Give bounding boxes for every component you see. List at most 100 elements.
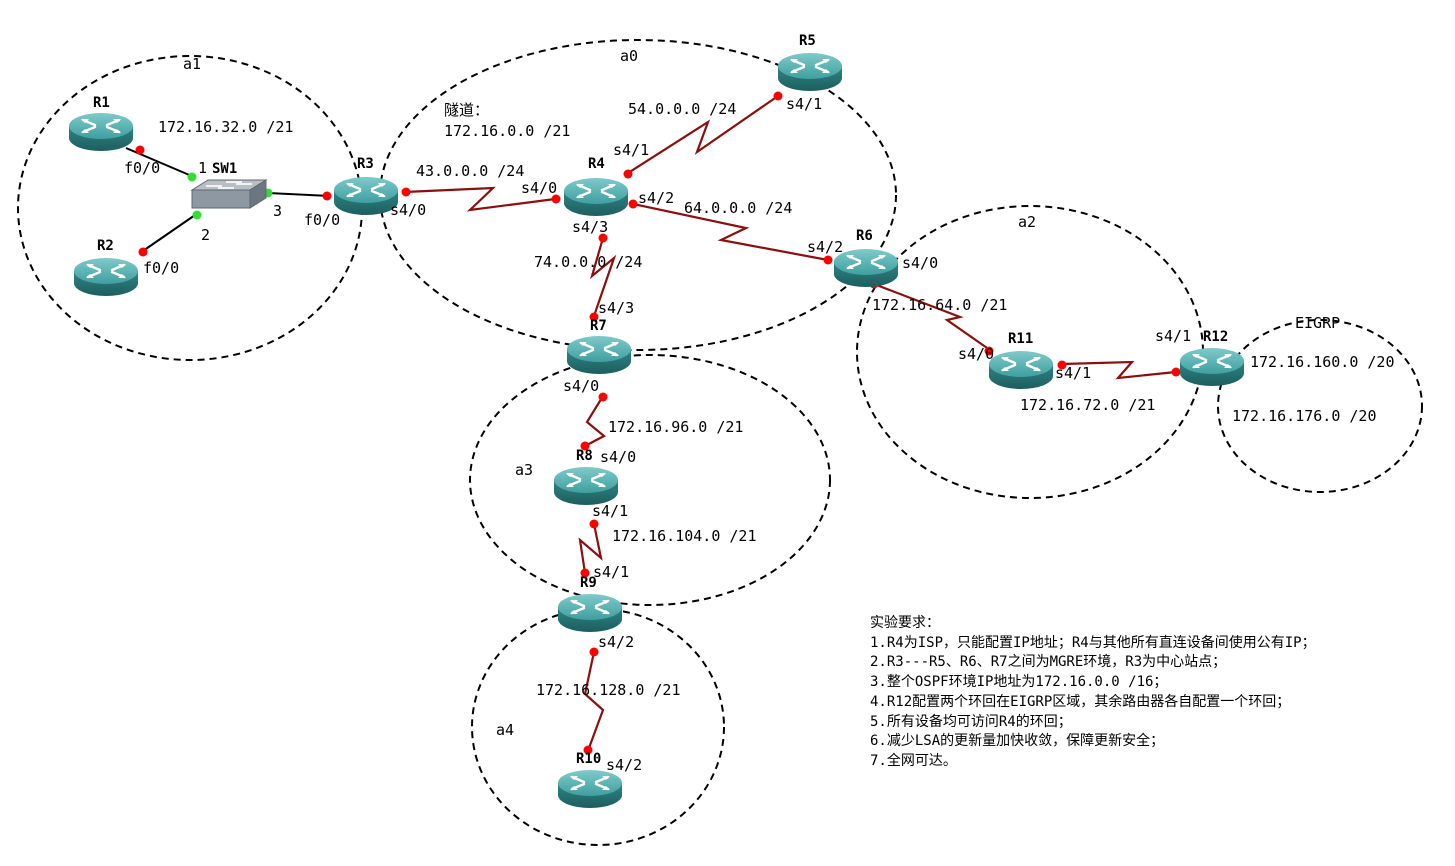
- requirement-item-1: 1.R4为ISP，只能配置IP地址；R4与其他所有直连设备间使用公有IP；: [870, 634, 1316, 651]
- port-label-r8-s40: s4/0: [600, 448, 636, 466]
- port-r4-s42: [628, 199, 638, 209]
- requirement-item-3: 3.整个OSPF环境IP地址为172.16.0.0 /16；: [870, 674, 1168, 691]
- port-label-r11-s41: s4/1: [1055, 364, 1091, 382]
- port-r4-s40: [551, 194, 561, 204]
- network-label-172-16-128: 172.16.128.0 /21: [536, 681, 681, 699]
- port-label-r6-s42: s4/2: [807, 238, 843, 256]
- port-label-r6-s40: s4/0: [902, 254, 938, 272]
- network-label-172-16-160: 172.16.160.0 /20: [1250, 353, 1395, 371]
- port-r4-s41: [623, 169, 633, 179]
- link-r6-r11: [873, 282, 991, 351]
- port-label-r9-s42: s4/2: [598, 633, 634, 651]
- router-r7-icon[interactable]: [565, 334, 633, 376]
- link-r4-r6: [632, 202, 829, 262]
- device-sw1-label: SW1: [212, 161, 237, 177]
- link-r2-sw1: [139, 212, 199, 254]
- port-label-r4-s40: s4/0: [521, 179, 557, 197]
- requirement-item-6: 6.减少LSA的更新量加快收敛，保障更新安全；: [870, 733, 1165, 750]
- port-r10-s42: [583, 745, 593, 755]
- area-a4-label: a4: [496, 721, 514, 739]
- port-r11-s41: [1057, 360, 1067, 370]
- network-label-54: 54.0.0.0 /24: [628, 100, 736, 118]
- router-r5-icon[interactable]: [776, 51, 844, 93]
- port-r4-s43: [598, 233, 608, 243]
- link-r4-r7: [589, 237, 617, 317]
- port-label-r7-s40: s4/0: [563, 377, 599, 395]
- port-r9-s41: [580, 568, 590, 578]
- requirement-item-5: 5.所有设备均可访问R4的环回；: [870, 713, 1072, 730]
- router-r12-icon[interactable]: [1178, 346, 1246, 388]
- switch-icon[interactable]: [190, 179, 268, 209]
- device-r4-label: R4: [588, 156, 605, 172]
- router-r11-icon[interactable]: [987, 349, 1055, 391]
- router-r4-icon[interactable]: [562, 176, 630, 218]
- port-r9-s42: [589, 647, 599, 657]
- area-a2-label: a2: [1018, 213, 1036, 231]
- device-r9-label: R9: [580, 575, 597, 591]
- link-r7-r8: [584, 395, 606, 447]
- network-label-172-16-96: 172.16.96.0 /21: [608, 418, 743, 436]
- port-label-r9-s41: s4/1: [593, 563, 629, 581]
- area-eigrp-boundary: [1217, 319, 1423, 493]
- area-a3-boundary: [469, 354, 831, 606]
- port-label-r4-s41: s4/1: [613, 141, 649, 159]
- requirement-item-4: 4.R12配置两个环回在EIGRP区域，其余路由器各自配置一个环回；: [870, 693, 1291, 710]
- router-r10-icon[interactable]: [556, 768, 624, 810]
- device-r3-label: R3: [357, 156, 374, 172]
- network-label-172-16-64: 172.16.64.0 /21: [872, 296, 1007, 314]
- router-r8-icon[interactable]: [552, 465, 620, 507]
- link-r3-r4: [404, 186, 556, 212]
- port-label-r4-s42: s4/2: [638, 189, 674, 207]
- port-sw1-p2: [192, 210, 202, 220]
- port-r7-s40: [598, 392, 608, 402]
- router-r3-icon[interactable]: [332, 175, 400, 217]
- port-label-r11-s40: s4/0: [958, 345, 994, 363]
- link-sw1-r3: [267, 192, 331, 197]
- router-r9-icon[interactable]: [556, 592, 624, 634]
- network-label-172-16-104: 172.16.104.0 /21: [612, 527, 757, 545]
- port-r5-s41: [773, 91, 783, 101]
- port-r3-f00: [322, 191, 332, 201]
- port-label-r8-s41: s4/1: [592, 502, 628, 520]
- area-a4-boundary: [471, 608, 725, 846]
- port-label-r5-s41: s4/1: [786, 95, 822, 113]
- requirements-panel: 实验要求： 1.R4为ISP，只能配置IP地址；R4与其他所有直连设备间使用公有…: [870, 614, 1450, 772]
- port-r12-s41: [1171, 367, 1181, 377]
- port-label-r10-s42: s4/2: [606, 756, 642, 774]
- device-r1-label: R1: [93, 95, 110, 111]
- device-r8-label: R8: [576, 448, 593, 464]
- network-label-172-16-32: 172.16.32.0 /21: [158, 118, 293, 136]
- device-r5-label: R5: [799, 33, 816, 49]
- device-r2-label: R2: [97, 238, 114, 254]
- router-r1-icon[interactable]: [67, 111, 135, 153]
- area-a3-label: a3: [515, 461, 533, 479]
- area-eigrp-label: EIGRP: [1295, 314, 1340, 332]
- port-label-r12-s41: s4/1: [1155, 327, 1191, 345]
- requirement-item-7: 7.全网可达。: [870, 752, 957, 769]
- link-r9-r10: [583, 651, 605, 749]
- port-label-sw1-2: 2: [201, 226, 210, 244]
- tunnel-network: 172.16.0.0 /21: [444, 122, 570, 140]
- port-label-sw1-3: 3: [273, 202, 282, 220]
- requirements-title: 实验要求：: [870, 615, 940, 631]
- port-label-r2-f00: f0/0: [143, 259, 179, 277]
- device-r6-label: R6: [856, 228, 873, 244]
- tunnel-title: 隧道：: [444, 101, 489, 119]
- device-r10-label: R10: [576, 751, 601, 767]
- port-label-r3-s40: s4/0: [390, 201, 426, 219]
- port-r7-s43: [589, 312, 599, 322]
- network-label-172-16-72: 172.16.72.0 /21: [1020, 396, 1155, 414]
- network-label-74: 74.0.0.0 /24: [534, 253, 642, 271]
- port-label-r7-s43: s4/3: [598, 299, 634, 317]
- area-a0-label: a0: [620, 47, 638, 65]
- router-r6-icon[interactable]: [832, 247, 900, 289]
- port-sw1-p1: [187, 172, 197, 182]
- router-r2-icon[interactable]: [72, 256, 140, 298]
- port-label-r4-s43: s4/3: [572, 218, 608, 236]
- port-label-r1-f00: f0/0: [124, 159, 160, 177]
- link-r11-r12: [1061, 360, 1177, 380]
- network-label-64: 64.0.0.0 /24: [684, 199, 792, 217]
- area-a1-label: a1: [183, 55, 201, 73]
- device-r7-label: R7: [590, 318, 607, 334]
